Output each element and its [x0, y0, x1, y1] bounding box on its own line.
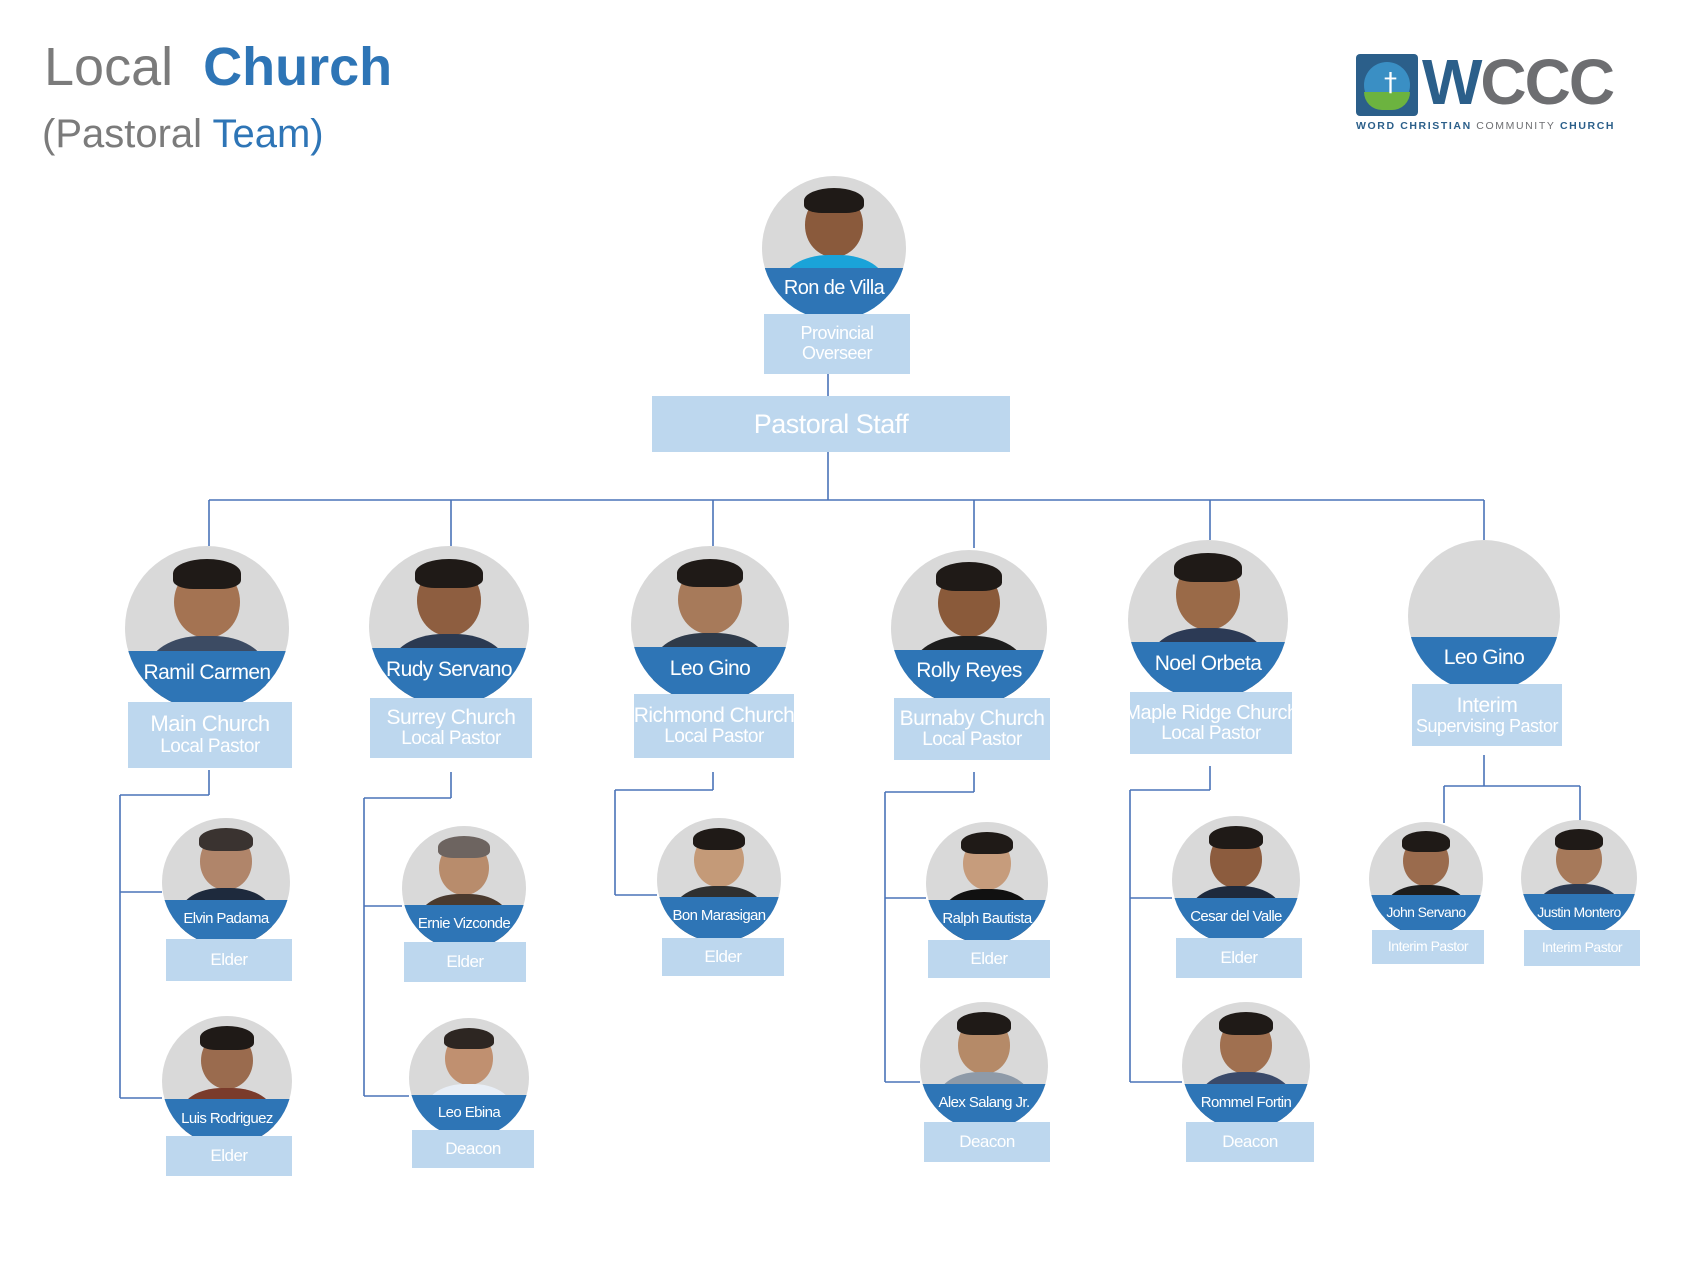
- member-photo: Cesar del Valle: [1172, 816, 1300, 944]
- member-role-label: Elder: [166, 1136, 292, 1176]
- member-role-label: Elder: [928, 940, 1050, 978]
- member-photo: Leo Ebina: [409, 1018, 529, 1138]
- member-photo: Alex Salang Jr.: [920, 1002, 1048, 1130]
- member-role-label: Deacon: [412, 1130, 534, 1168]
- member-photo: Bon Marasigan: [657, 818, 781, 942]
- member-role-label: Elder: [662, 938, 784, 976]
- member-role-label: Deacon: [924, 1122, 1050, 1162]
- pastor-photo: Rudy Servano: [369, 546, 529, 706]
- pastor-photo: Leo Gino: [1408, 540, 1560, 692]
- member-role-label: Interim Pastor: [1524, 930, 1640, 966]
- member-photo: Ernie Vizconde: [402, 826, 526, 950]
- member-role-label: Elder: [166, 939, 292, 981]
- pastoral-staff-box: Pastoral Staff: [652, 396, 1010, 452]
- member-role-label: Elder: [404, 942, 526, 982]
- pastor-photo: Rolly Reyes: [891, 550, 1047, 706]
- member-role-label: Deacon: [1186, 1122, 1314, 1162]
- member-photo: Rommel Fortin: [1182, 1002, 1310, 1130]
- member-photo: Justin Montero: [1521, 820, 1637, 936]
- pastor-photo: Noel Orbeta: [1128, 540, 1288, 700]
- overseer-photo: Ron de Villa: [762, 176, 906, 320]
- member-photo: Ralph Bautista: [926, 822, 1048, 944]
- member-role-label: Interim Pastor: [1372, 930, 1484, 964]
- member-photo: John Servano: [1369, 822, 1483, 936]
- member-role-label: Elder: [1176, 938, 1302, 978]
- member-photo: Elvin Padama: [162, 818, 290, 946]
- pastor-photo: Leo Gino: [631, 546, 789, 704]
- overseer-name: Ron de Villa: [762, 277, 906, 300]
- member-photo: Luis Rodriguez: [162, 1016, 292, 1146]
- pastor-photo: Ramil Carmen: [125, 546, 289, 710]
